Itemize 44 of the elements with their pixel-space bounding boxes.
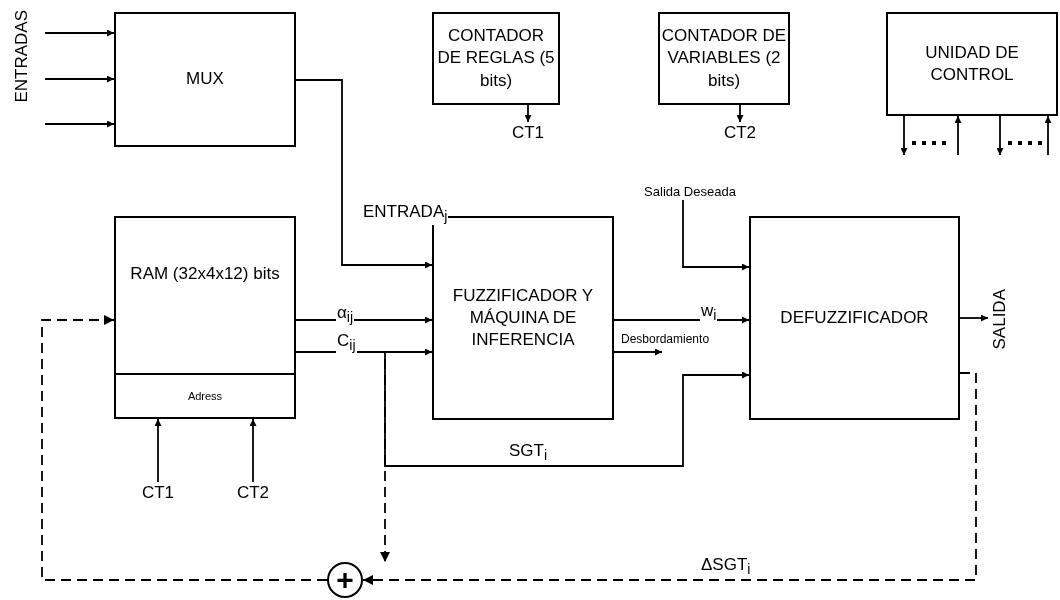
arrow [959, 314, 989, 322]
block-label: Adress [187, 388, 223, 404]
arrow [900, 115, 908, 156]
arrow [954, 115, 962, 156]
output-label: SALIDA [990, 288, 1010, 350]
ram-block [114, 216, 296, 419]
signal-label: Salida Deseada [644, 183, 736, 199]
counter-block [432, 12, 560, 105]
arrow [44, 75, 115, 83]
inputs-label: ENTRADAS [12, 10, 32, 103]
signal-label: CT2 [723, 123, 757, 143]
block-label: UNIDAD DE CONTROL [924, 41, 1020, 86]
arrow [44, 29, 115, 37]
arrow [44, 120, 115, 128]
block-label: DEFUZZIFICADOR [780, 306, 929, 329]
signal-label: CT1 [141, 483, 175, 503]
arrow [613, 316, 750, 324]
arrow [249, 418, 257, 483]
counter-block [658, 12, 790, 105]
arrow [613, 348, 663, 356]
defuzzifier-block [749, 216, 960, 420]
arrow [1044, 115, 1052, 156]
block-label: RAM (32x4x12) bits [130, 263, 280, 285]
arrow [295, 316, 433, 324]
arrow [736, 104, 744, 123]
block-label: FUZZIFICADOR Y MÁQUINA DE INFERENCIA [451, 284, 595, 352]
arrow [362, 372, 977, 585]
arrow [682, 199, 750, 271]
signal-label: CT2 [236, 483, 270, 503]
edge-label: ENTRADA$_{j}$ [362, 203, 449, 225]
edge-label: C$_{ij}$ [336, 332, 357, 354]
mux-block [114, 12, 296, 147]
arrow [154, 418, 162, 483]
plus-sign: + [336, 565, 354, 595]
block-label: CONTADOR DE VARIABLES (2 bits) [660, 25, 788, 92]
block-label: CONTADOR DE REGLAS (5 bits) [436, 25, 556, 92]
block-label: MUX [186, 68, 224, 91]
signal-label: CT1 [511, 123, 545, 143]
summing-junction [327, 562, 363, 598]
arrow [41, 315, 328, 581]
control-unit-block [886, 12, 1058, 116]
arrow [295, 79, 433, 269]
arrow [996, 115, 1004, 156]
arrow [524, 104, 532, 123]
